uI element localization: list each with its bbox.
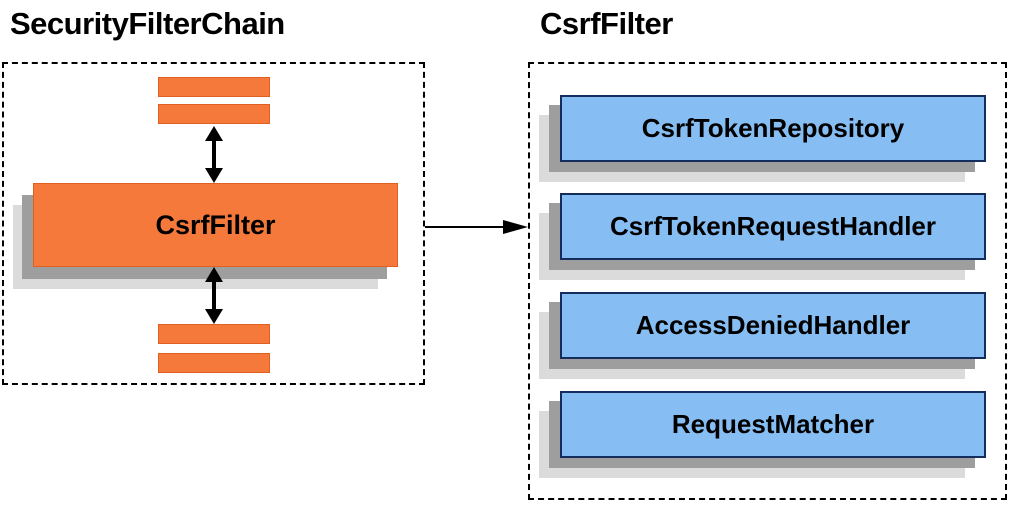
component-label: CsrfTokenRequestHandler: [609, 211, 937, 241]
filter-placeholder-bar: [158, 324, 270, 344]
filter-placeholder-bar: [158, 77, 270, 97]
right-arrow-icon: [425, 220, 528, 234]
csrf-token-request-handler-node: CsrfTokenRequestHandler: [560, 193, 986, 260]
csrf-filter-node: CsrfFilter: [33, 183, 398, 267]
filter-placeholder-bar: [158, 104, 270, 124]
csrf-filter-title: CsrfFilter: [540, 6, 673, 41]
access-denied-handler-node: AccessDeniedHandler: [560, 292, 986, 359]
double-headed-arrow-icon: [205, 267, 223, 324]
csrf-token-repository-node: CsrfTokenRepository: [560, 95, 986, 162]
security-filter-chain-title: SecurityFilterChain: [10, 6, 285, 41]
component-label: AccessDeniedHandler: [635, 310, 911, 340]
security-filter-chain-container: CsrfFilter: [2, 62, 425, 385]
filter-placeholder-bar: [158, 353, 270, 373]
csrf-filter-node-label: CsrfFilter: [155, 209, 276, 240]
request-matcher-node: RequestMatcher: [560, 391, 986, 458]
csrf-filter-container: CsrfTokenRepository CsrfTokenRequestHand…: [528, 62, 1007, 500]
component-label: CsrfTokenRepository: [641, 113, 905, 143]
component-label: RequestMatcher: [671, 409, 875, 439]
double-headed-arrow-icon: [205, 126, 223, 183]
